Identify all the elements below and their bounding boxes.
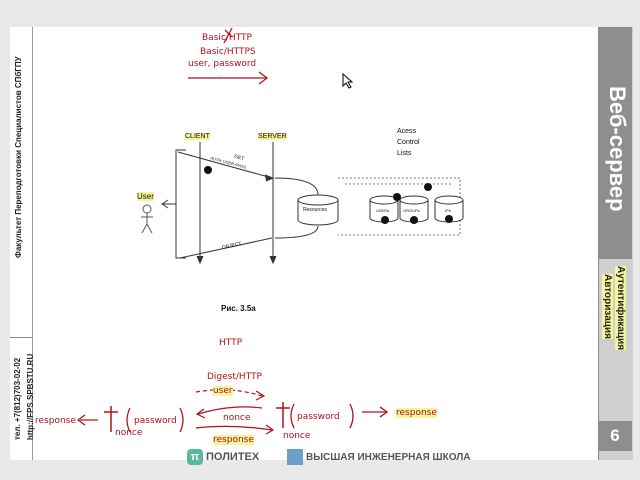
response-left-label: response	[35, 416, 76, 426]
vish-brand: ВЫСШАЯ ИНЖЕНЕРНАЯ ШКОЛА	[306, 451, 471, 463]
red-nonce-arrow	[197, 406, 263, 415]
left-sidebar-divider	[10, 337, 32, 338]
ips-db	[434, 195, 464, 223]
figure-caption: Рис. 3.5а	[221, 304, 256, 313]
step-marker-5	[410, 216, 418, 224]
groups-label: GROUPs	[403, 208, 420, 213]
vish-logo: ВЫСШАЯ ИНЖЕНЕРНАЯ ШКОЛА	[287, 445, 470, 469]
red-response-arrow	[195, 425, 273, 431]
object-response-line	[179, 237, 273, 259]
step-marker-6	[445, 215, 453, 223]
user-figure	[141, 204, 153, 234]
client-arrow-down	[196, 255, 204, 265]
nonce-left-label: nonce	[115, 428, 143, 438]
groups-db	[399, 195, 429, 223]
red-arrowhead-top	[258, 71, 269, 85]
acl-line-2: Control	[397, 139, 420, 146]
response-mid-label: response	[213, 435, 254, 445]
acl-line-1: Acess	[397, 128, 417, 135]
client-label: CLIENT	[185, 133, 210, 140]
http-label: HTTP	[219, 338, 243, 348]
red-hash-left	[104, 406, 118, 432]
password-right-label: password	[297, 412, 340, 422]
slide-number: 6	[598, 421, 632, 451]
vish-logo-icon	[287, 449, 303, 465]
left-sidebar	[10, 27, 33, 460]
nonce-bottom-label: nonce	[283, 431, 311, 441]
politech-logo-icon: π	[187, 449, 203, 465]
red-hash-right	[276, 402, 290, 428]
resources-db	[297, 194, 339, 226]
server-label: SERVER	[258, 133, 287, 140]
users-label: USERs	[376, 208, 390, 213]
digest-user-label: user	[213, 386, 233, 396]
user-label: User	[137, 192, 154, 201]
basic-http-label: Basic/HTTP	[202, 33, 252, 43]
get-request-line	[177, 151, 273, 179]
acl-line-3: Lists	[397, 150, 412, 157]
password-left-label: password	[134, 416, 177, 426]
basic-https-label: Basic/HTTPS	[200, 47, 256, 57]
acl-loop-dotted	[338, 177, 461, 236]
user-bracket	[175, 149, 186, 259]
nonce-mid-label: nonce	[223, 413, 251, 423]
politech-logo: π ПОЛИТЕХ	[187, 445, 259, 469]
ips-label: IPs	[445, 208, 451, 213]
politech-brand: ПОЛИТЕХ	[206, 451, 260, 463]
mouse-cursor-icon	[342, 73, 354, 89]
user-password-label: user, password	[188, 59, 257, 69]
step-marker-4	[381, 216, 389, 224]
step-marker-1	[204, 166, 212, 174]
step-marker-2	[393, 193, 401, 201]
slide-canvas	[10, 27, 630, 460]
response-right-label: response	[396, 408, 437, 418]
server-arrow-down	[269, 255, 277, 265]
slide-title-box	[598, 27, 632, 259]
step-marker-3	[424, 183, 432, 191]
red-cross-mark	[223, 27, 233, 44]
digest-http-label: Digest/HTTP	[207, 372, 262, 382]
resources-label: Resources	[303, 207, 327, 213]
